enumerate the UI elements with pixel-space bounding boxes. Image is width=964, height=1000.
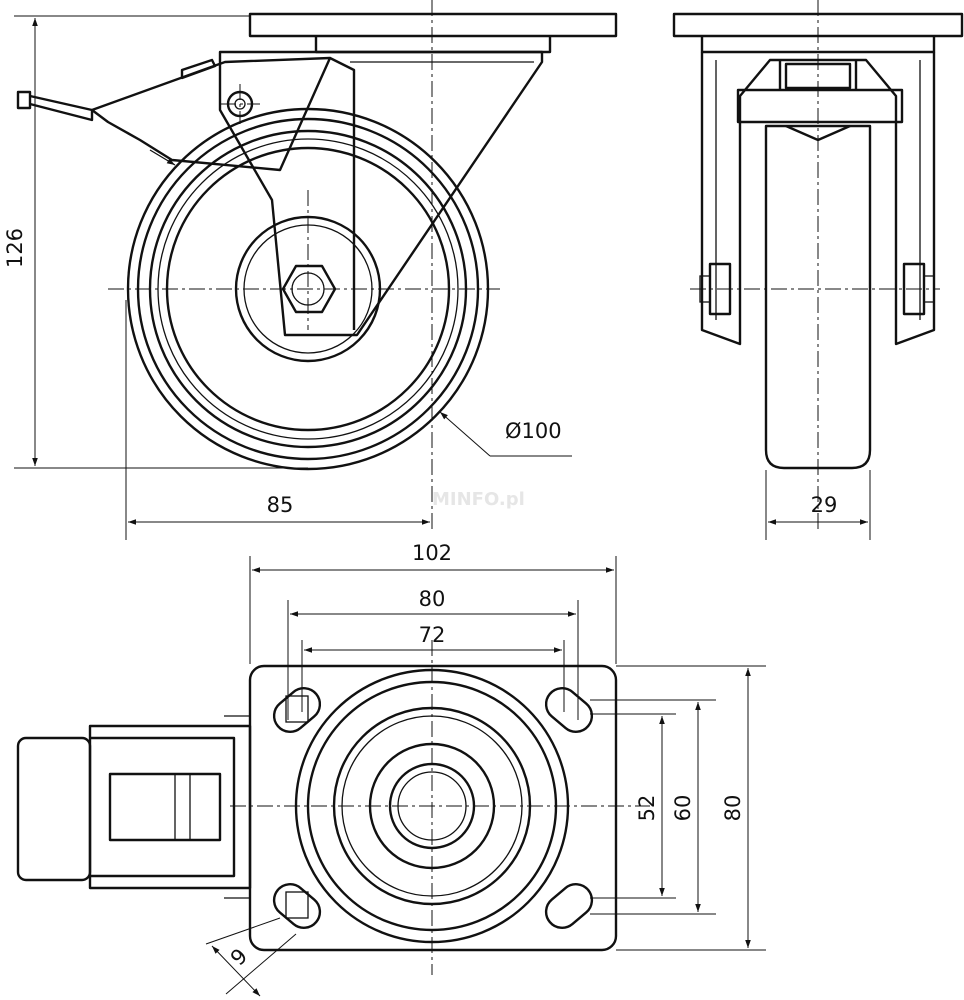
side-view [16, 0, 618, 530]
side-dimensions: 126 85 Ø100 [3, 15, 572, 540]
top-dimensions: 102 80 72 80 60 52 9 [205, 541, 766, 997]
dim-slot-span-52: 52 [635, 795, 659, 822]
dim-slot-width-9: 9 [226, 944, 252, 970]
top-view [16, 640, 650, 975]
dim-plate-width-102: 102 [412, 541, 452, 565]
front-dimensions: 29 [765, 470, 871, 540]
dim-plate-length-80: 80 [721, 795, 745, 822]
watermark: MINFO.pl [432, 489, 525, 510]
dim-height-126: 126 [3, 228, 27, 268]
front-view [672, 0, 964, 530]
dim-wheel-width-29: 29 [811, 493, 838, 517]
mounting-slots [272, 687, 594, 929]
dim-slot-span-60: 60 [671, 795, 695, 822]
dim-hole-spacing-80: 80 [419, 587, 446, 611]
dim-hole-spacing-72: 72 [419, 623, 446, 647]
dim-diameter-100: Ø100 [505, 419, 562, 443]
wheel-side [126, 107, 490, 471]
dim-offset-85: 85 [267, 493, 294, 517]
